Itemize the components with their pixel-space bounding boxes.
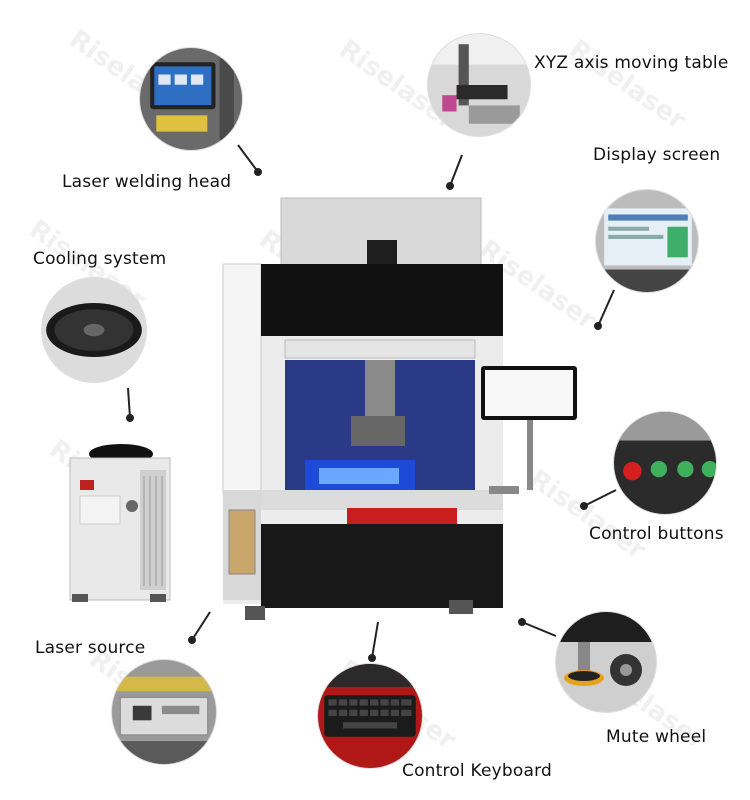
control-keyboard-photo xyxy=(318,664,422,768)
label-control-keyboard: Control Keyboard xyxy=(402,761,552,781)
control-buttons-photo xyxy=(614,412,716,514)
pointer-laser-source xyxy=(191,611,211,641)
chiller-unit xyxy=(66,440,176,605)
laser-source-photo xyxy=(112,660,216,764)
xyz-table-photo xyxy=(428,34,530,136)
watermark: Riselaser xyxy=(563,34,691,136)
mute-wheel-photo xyxy=(556,612,656,712)
pointer-cooling-system xyxy=(127,387,131,419)
label-cooling-system: Cooling system xyxy=(33,249,167,269)
label-laser-welding-head: Laser welding head xyxy=(62,172,232,192)
pointer-laser-welding-head xyxy=(237,144,259,173)
laser-welding-head-photo xyxy=(140,48,242,150)
laser-welding-machine xyxy=(215,190,595,630)
label-mute-wheel: Mute wheel xyxy=(606,727,707,747)
label-xyz-table: XYZ axis moving table xyxy=(534,53,729,73)
pointer-xyz-table xyxy=(449,154,463,187)
display-screen-photo xyxy=(596,190,698,292)
cooling-system-photo xyxy=(42,278,146,382)
label-control-buttons: Control buttons xyxy=(589,524,724,544)
pointer-display-screen xyxy=(597,289,615,327)
label-laser-source: Laser source xyxy=(35,638,146,658)
label-display-screen: Display screen xyxy=(593,145,721,165)
